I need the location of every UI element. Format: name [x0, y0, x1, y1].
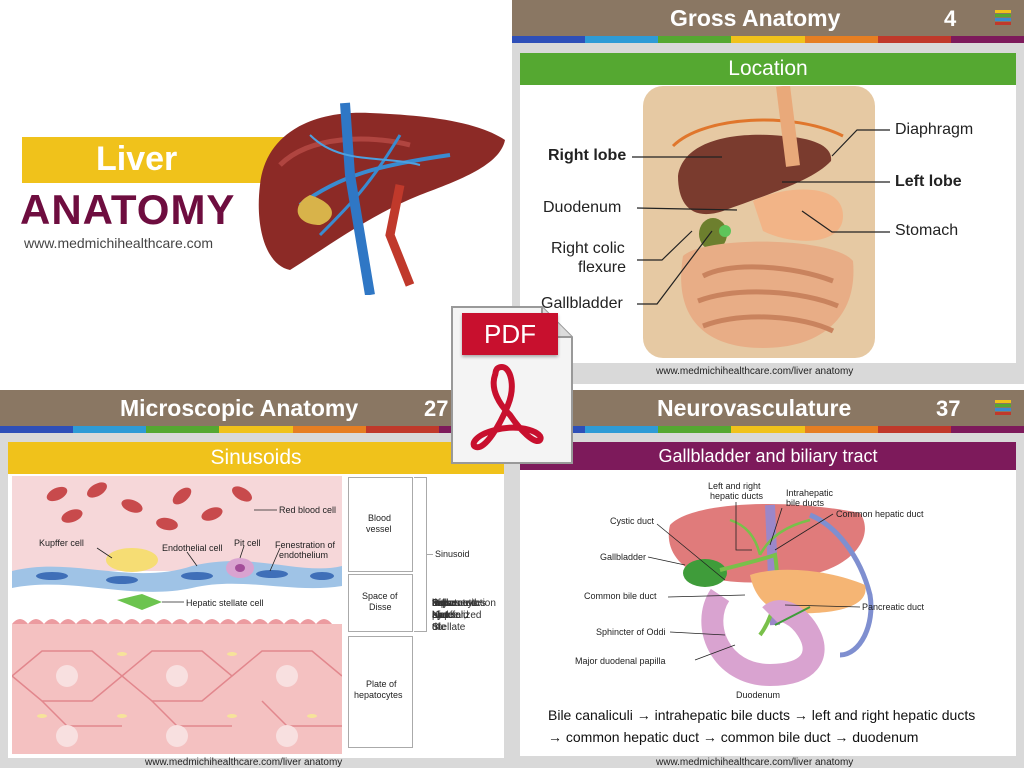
bile-flow-line1: Bile canaliculi → intrahepatic bile duct…: [548, 707, 976, 723]
microscopic-anatomy-title: Microscopic Anatomy: [120, 394, 359, 421]
cover-url: www.medmichihealthcare.com: [24, 235, 214, 251]
label-red-blood-cell: Red blood cell: [279, 505, 337, 515]
gross-anatomy-title: Gross Anatomy: [670, 4, 841, 31]
desc-line: liver: Kupffer,: [432, 598, 467, 621]
sinusoid-bracket-tick: [427, 554, 433, 555]
desc-line: cells of the: [432, 598, 453, 633]
label-common-bile-duct: Common bile duct: [584, 591, 657, 601]
gallbladder-panel-title: Gallbladder and biliary tract: [520, 442, 1016, 470]
microscopic-anatomy-band: Microscopic Anatomy: [0, 390, 512, 426]
space-of-disse-line2: Disse: [369, 602, 392, 612]
label-gallbladder-small: Gallbladder: [600, 552, 647, 562]
gross-page-number: 4: [944, 6, 957, 31]
label-common-hepatic-duct: Common hepatic duct: [836, 509, 924, 519]
label-left-lobe: Left lobe: [895, 173, 962, 190]
label-diaphragm: Diaphragm: [895, 121, 974, 138]
label-fenestration-line1: Fenestration of: [275, 540, 336, 550]
desc-line: separated by: [432, 598, 477, 621]
label-kupffer-cell: Kupffer cell: [39, 538, 84, 548]
desc-line: the specialized: [432, 598, 482, 621]
label-intrahepatic-line2: bile ducts: [786, 498, 825, 508]
label-right-colic-line1: Right colic: [551, 240, 625, 257]
label-sphincter-of-oddi: Sphincter of Oddi: [596, 627, 666, 637]
label-pit-cell: Pit cell: [234, 538, 261, 548]
label-endothelial-cell: Endothelial cell: [162, 543, 223, 553]
desc-line: hepatocytes: [432, 598, 486, 609]
desc-line: Disse. Note: [432, 598, 460, 621]
label-pancreatic-duct: Pancreatic duct: [862, 602, 925, 612]
desc-line: representation: [432, 598, 496, 609]
label-right-lobe: Right lobe: [548, 147, 627, 164]
desc-line: Schematic: [432, 598, 479, 609]
plate-of-hepatocytes-box: [348, 636, 413, 748]
desc-line: of a sinusoid: [432, 598, 469, 621]
label-major-duodenal-papilla: Major duodenal papilla: [575, 656, 666, 666]
desc-line: and plate of: [432, 598, 454, 633]
plate-of-hepatocytes-line2: hepatocytes: [354, 690, 403, 700]
cover-title-band: [22, 137, 284, 183]
neurovasculature-title: Neurovasculature: [657, 394, 852, 421]
neuro-page-number: 37: [936, 396, 961, 421]
gross-footer-url: www.medmichihealthcare.com/liver anatomy: [656, 366, 854, 377]
desc-line: cells.: [432, 598, 455, 609]
desc-line: Pit, and Stellate: [432, 598, 466, 633]
pdf-label-text: PDF: [484, 318, 536, 349]
label-fenestration-line2: endothelium: [279, 550, 329, 560]
biliary-tract-illustration: [668, 503, 874, 687]
abdomen-illustration: [643, 86, 875, 358]
label-duodenum: Duodenum: [543, 199, 622, 216]
micro-page-number: 27: [424, 396, 449, 421]
plate-of-hepatocytes-line1: Plate of: [366, 679, 397, 689]
biliary-leader-lines: [647, 502, 861, 661]
blood-vessel-box: [348, 477, 413, 572]
location-panel-title: Location: [520, 53, 1016, 85]
label-sinusoid: Sinusoid: [435, 549, 470, 559]
logo-stack-icon: [995, 10, 1011, 25]
neurovasculature-band: Neurovasculature: [512, 390, 1024, 426]
gross-leader-lines: [632, 129, 890, 305]
sinusoids-panel-title: Sinusoids: [8, 442, 504, 474]
label-stomach: Stomach: [895, 222, 959, 239]
color-stripe: [512, 426, 1024, 433]
cover-title-line2: ANATOMY: [20, 186, 236, 233]
micro-footer-url: www.medmichihealthcare.com/liver anatomy: [145, 757, 343, 768]
space-of-disse-line1: Space of: [362, 591, 398, 601]
label-hepatic-stellate-cell: Hepatic stellate cell: [186, 598, 264, 608]
label-gallbladder: Gallbladder: [541, 295, 623, 312]
blood-vessel-line1: Blood: [368, 513, 392, 523]
cover-title-line1: Liver: [96, 140, 178, 178]
pdf-label-banner: PDF: [462, 313, 558, 355]
gross-anatomy-band: Gross Anatomy: [512, 0, 1024, 36]
cover-liver-illustration: [258, 102, 505, 295]
label-cystic-duct: Cystic duct: [610, 516, 655, 526]
label-right-colic-line2: flexure: [578, 259, 627, 276]
logo-stack-icon: [995, 400, 1011, 415]
label-left-right-hepatic-line1: Left and right: [708, 481, 761, 491]
color-stripe: [0, 426, 512, 433]
color-stripe: [512, 36, 1024, 43]
space-of-disse-box: [348, 574, 413, 632]
desc-line: the space of: [432, 598, 459, 633]
label-duodenum-small: Duodenum: [736, 690, 781, 700]
bile-flow-line2: → common hepatic duct → common bile duct…: [548, 729, 919, 745]
label-left-right-hepatic-line2: hepatic ducts: [710, 491, 764, 501]
blood-vessel-line2: vessel: [366, 524, 392, 534]
label-intrahepatic-line1: Intrahepatic: [786, 488, 834, 498]
sinusoid-bracket: [414, 477, 427, 632]
sinusoid-illustration: [12, 476, 342, 754]
neuro-footer-url: www.medmichihealthcare.com/liver anatomy: [656, 757, 854, 768]
pdf-file-icon[interactable]: PDF: [450, 305, 574, 465]
